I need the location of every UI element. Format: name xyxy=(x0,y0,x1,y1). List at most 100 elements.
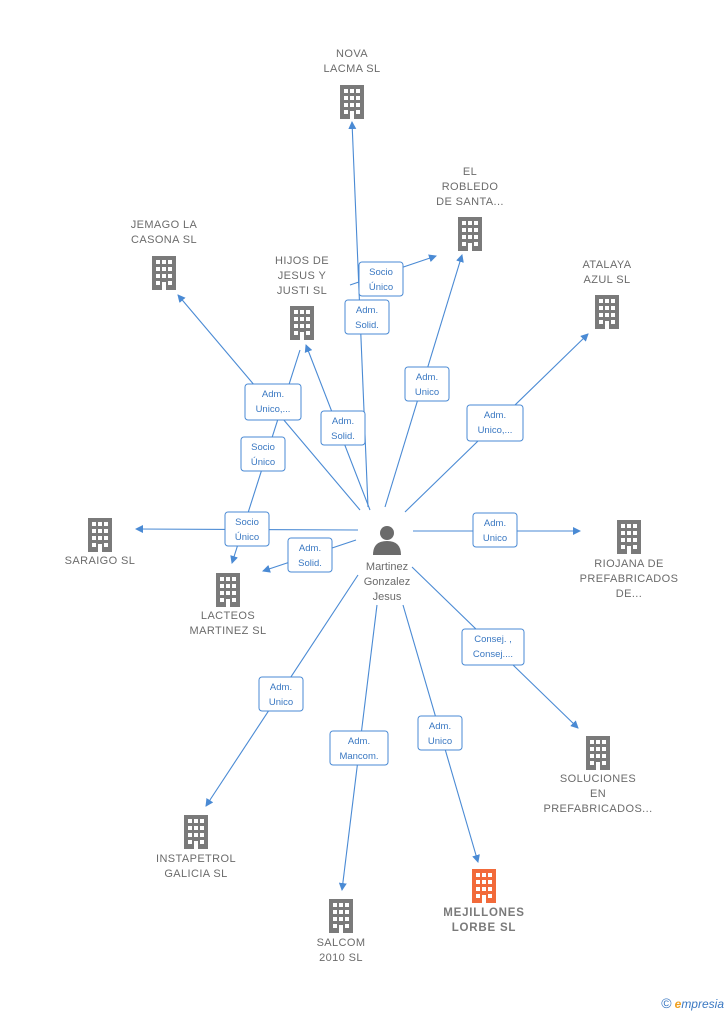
relation-badge-line: Adm. xyxy=(429,721,451,732)
relation-badge-line: Unico xyxy=(483,533,507,544)
company-label-line: HIJOS DE xyxy=(275,255,329,267)
relation-badge-box xyxy=(320,410,366,446)
building-icon xyxy=(88,518,112,552)
relation-badge-r-atalaya-adm[interactable]: Adm.Unico,... xyxy=(466,404,524,442)
company-node-hijos[interactable]: HIJOS DE JESUS Y JUSTI SL xyxy=(275,255,329,340)
company-label-line: SARAIGO SL xyxy=(65,555,136,567)
company-label-line: ATALAYA xyxy=(582,259,631,271)
person-icon xyxy=(373,526,401,555)
relation-badge-box xyxy=(417,715,463,751)
company-label: SARAIGO SL xyxy=(65,555,136,567)
brand-initial: e xyxy=(674,997,682,1011)
company-label-line: NOVA xyxy=(336,48,368,60)
relation-badge-r-hijos-adm[interactable]: Adm.Solid. xyxy=(320,410,366,446)
relation-badge-line: Adm. xyxy=(484,518,506,529)
building-icon xyxy=(340,85,364,119)
relation-badge-line: Adm. xyxy=(262,389,284,400)
building-icon xyxy=(216,573,240,607)
building-icon xyxy=(152,256,176,290)
relation-badge-r-nova-adm[interactable]: Adm. Solid. xyxy=(344,299,390,335)
relation-badge-r-instapetrol-adm[interactable]: Adm. Unico xyxy=(258,676,304,712)
building-icon xyxy=(595,295,619,329)
relation-badge-box xyxy=(472,512,518,548)
relation-badge-line: Adm. xyxy=(356,305,378,316)
company-node-robledo[interactable]: EL ROBLEDO DE SANTA... xyxy=(436,166,504,251)
relation-badge-r-salcom-adm[interactable]: Adm.Mancom. xyxy=(329,730,389,766)
relation-badge-line: Solid. xyxy=(298,558,322,569)
relation-badge-box xyxy=(224,511,270,547)
relation-badge-line: Adm. xyxy=(484,410,506,421)
company-label-line: EL xyxy=(463,166,477,178)
company-node-lacteos[interactable]: LACTEOS MARTINEZ SL xyxy=(190,573,267,637)
company-label-line: ROBLEDO xyxy=(442,181,499,193)
relation-badge-r-mejillones-adm[interactable]: Adm. Unico xyxy=(417,715,463,751)
relation-badge-line: Adm. xyxy=(270,682,292,693)
relation-badge-line: Socio xyxy=(369,267,393,278)
brand-name: mpresia xyxy=(681,997,724,1011)
relation-badge-box xyxy=(461,628,525,666)
company-label: LACTEOS MARTINEZ SL xyxy=(190,610,267,637)
relation-badge-r-soluciones-consej[interactable]: Consej. ,Consej.... xyxy=(461,628,525,666)
relation-badge-line: Socio xyxy=(235,517,259,528)
company-label-line: JUSTI SL xyxy=(277,285,327,297)
company-label: SALCOM 2010 SL xyxy=(317,937,366,964)
relation-badge-box xyxy=(404,366,450,402)
company-label-line: SALCOM xyxy=(317,937,366,949)
relation-badge-line: Adm. xyxy=(348,736,370,747)
company-label-line: GALICIA SL xyxy=(164,868,227,880)
relation-badge-line: Único xyxy=(369,282,393,293)
relation-badge-line: Socio xyxy=(251,442,275,453)
relation-badge-line: Solid. xyxy=(331,431,355,442)
relation-badge-r-riojana-adm[interactable]: Adm. Unico xyxy=(472,512,518,548)
relation-badge-box xyxy=(240,436,286,472)
relation-badge-box xyxy=(244,383,302,421)
relation-badge-text: Adm. Solid. xyxy=(298,543,322,569)
relation-badge-r-robledo-adm[interactable]: Adm.Unico xyxy=(404,366,450,402)
relation-badge-text: Adm. Unico xyxy=(269,682,293,708)
relation-badge-text: Adm.Unico,... xyxy=(478,410,513,436)
relation-badge-line: Solid. xyxy=(355,320,379,331)
company-label-line: JESUS Y xyxy=(278,270,327,282)
company-node-salcom[interactable]: SALCOM 2010 SL xyxy=(317,899,366,964)
company-label-line: DE SANTA... xyxy=(436,196,504,208)
relation-badge-line: Unico xyxy=(269,697,293,708)
relation-badge-line: Adm. xyxy=(299,543,321,554)
building-icon xyxy=(617,520,641,554)
company-label: HIJOS DE JESUS Y JUSTI SL xyxy=(275,255,329,297)
relation-badge-box xyxy=(329,730,389,766)
copyright-symbol: © xyxy=(661,995,672,1011)
company-label-line: MARTINEZ SL xyxy=(190,625,267,637)
relation-badge-line: Consej.... xyxy=(473,649,513,660)
relation-badge-text: Adm. Unico xyxy=(483,518,507,544)
relation-badge-r-jemago-adm[interactable]: Adm.Unico,... xyxy=(244,383,302,421)
company-label-line: DE... xyxy=(616,588,642,600)
relation-badge-line: Unico xyxy=(428,736,452,747)
relation-badge-r-lacteos-adm[interactable]: Adm. Solid. xyxy=(287,537,333,573)
company-label-line: 2010 SL xyxy=(319,952,363,964)
relation-badge-line: Unico xyxy=(415,387,439,398)
relation-badge-line: Único xyxy=(251,457,275,468)
building-icon xyxy=(458,217,482,251)
company-node-saraigo[interactable]: SARAIGO SL xyxy=(65,518,136,567)
company-label-line: LACTEOS xyxy=(201,610,255,622)
